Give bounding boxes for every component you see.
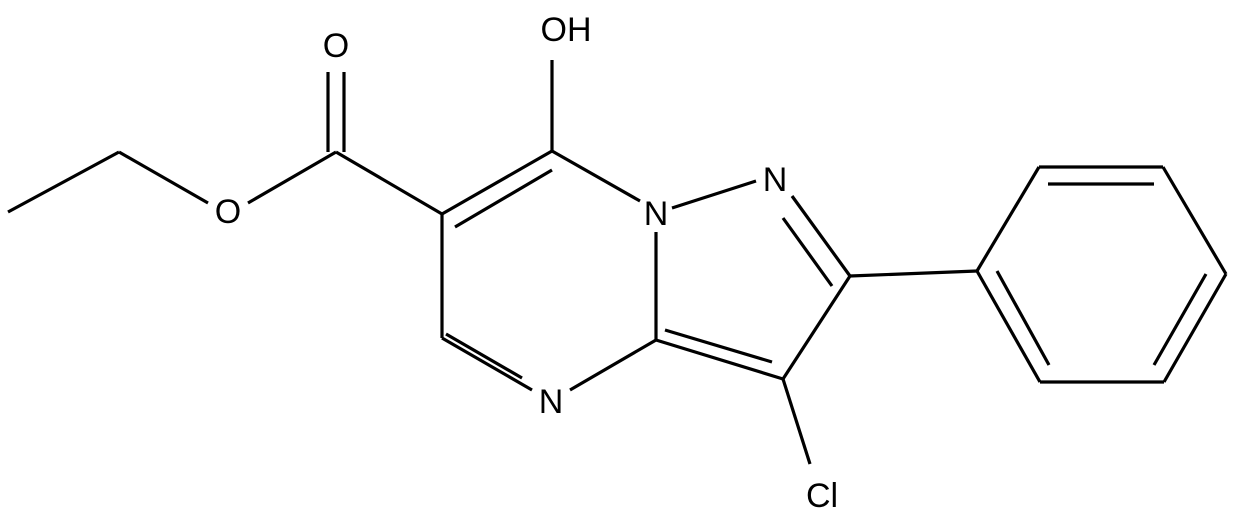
bond-ph-1-2	[975, 166, 1041, 272]
bond-ph-4-5	[1162, 273, 1228, 383]
atom-label-nitrogen-pyrazole: N	[763, 161, 788, 199]
bond-n-pyrazole-c2-double	[790, 195, 852, 277]
bond-c3a-n-pyrimidine	[569, 338, 657, 392]
bond-ph-6-1	[975, 270, 1042, 383]
atom-label-nitrogen-bridge: N	[644, 195, 669, 233]
bond-c7-n-bridge	[551, 149, 641, 203]
atom-label-oxygen-ester: O	[215, 193, 241, 231]
bond-ethyl-ch2-o	[118, 150, 209, 205]
bond-n-pyrimidine-c5-inner	[445, 332, 523, 380]
bond-n-pyrazole-c2-inner	[781, 217, 834, 287]
bond-o-carbonyl-c	[247, 150, 337, 205]
bond-c6-c7-double	[441, 149, 553, 216]
bond-ph-4-5-inner	[1152, 273, 1208, 366]
atom-label-hydroxyl: OH	[541, 11, 592, 49]
bond-c2-phenyl	[849, 269, 978, 278]
bond-c2-c3	[781, 275, 852, 380]
bond-n-pyrimidine-c5	[441, 336, 533, 392]
bond-c3-c3a-inner	[664, 328, 773, 364]
bond-c6-c7-inner	[454, 168, 553, 229]
bond-c3-cl	[781, 378, 812, 465]
bond-ethyl-ch3-ch2	[7, 150, 120, 214]
bond-c3-c3a-double	[655, 338, 784, 381]
atom-label-oxygen-carbonyl: O	[323, 27, 349, 65]
bond-ph-3-4	[1161, 166, 1228, 275]
atom-label-nitrogen-pyrimidine: N	[539, 383, 564, 421]
bond-carbonyl-c6	[335, 150, 443, 216]
bond-n-bridge-n-pyrazole	[671, 179, 757, 210]
atom-label-chlorine: Cl	[806, 477, 838, 515]
bond-ph-6-1-inner	[995, 270, 1051, 366]
